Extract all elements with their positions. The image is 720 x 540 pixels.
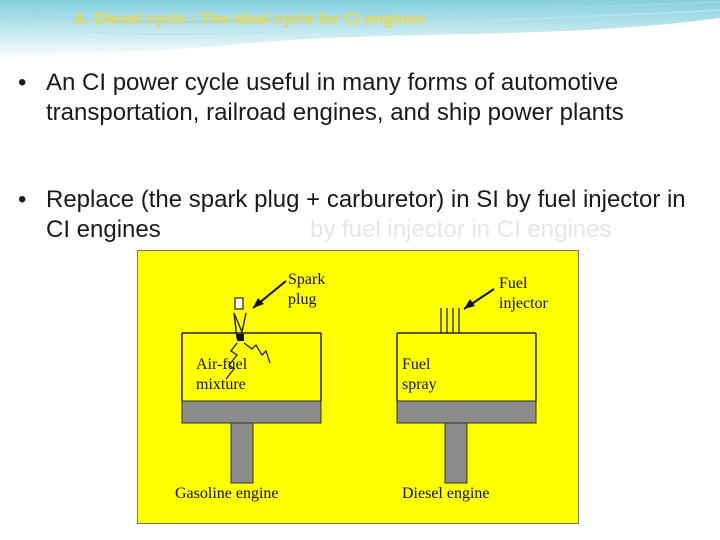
fuel-injector-label: Fuel injector	[499, 275, 548, 312]
bullet-2: • Replace (the spark plug + carburetor) …	[18, 185, 688, 245]
bullet-dot: •	[18, 186, 27, 213]
spark-plug-arrowhead	[253, 298, 264, 308]
ghost-text: by fuel injector in CI engines	[310, 216, 612, 243]
spark-plug-label: Spark plug	[288, 271, 326, 308]
diesel-piston	[396, 400, 537, 424]
bullet-1-text: An CI power cycle useful in many forms o…	[46, 69, 624, 126]
bullet-1: • An CI power cycle useful in many forms…	[18, 68, 688, 128]
gasoline-connecting-rod	[230, 422, 254, 484]
header-wave-decoration	[0, 0, 720, 60]
gasoline-engine-label: Gasoline engine	[175, 485, 279, 502]
spark-zigzag-left	[225, 342, 238, 380]
engine-comparison-figure: Spark plug Fuel injector Air-fuel mixtur…	[137, 250, 579, 524]
diesel-engine-label: Diesel engine	[402, 485, 490, 502]
spark-plug-terminal	[234, 297, 244, 310]
bullet-2-text: Replace (the spark plug + carburetor) in…	[46, 186, 686, 243]
slide-title: A. Diesel cycle : The ideal cycle for CI…	[74, 11, 426, 28]
spark-zigzag-right	[243, 342, 271, 364]
fuel-injector-arrowhead	[464, 299, 475, 309]
air-fuel-mixture-label: Air-fuel mixture	[196, 356, 248, 393]
spark-plug-tip	[237, 334, 244, 341]
diesel-connecting-rod	[444, 422, 468, 484]
bullet-dot: •	[18, 69, 27, 96]
gasoline-piston	[181, 400, 322, 424]
fuel-spray-label: Fuel spray	[402, 356, 437, 393]
engine-diagram	[181, 280, 537, 484]
